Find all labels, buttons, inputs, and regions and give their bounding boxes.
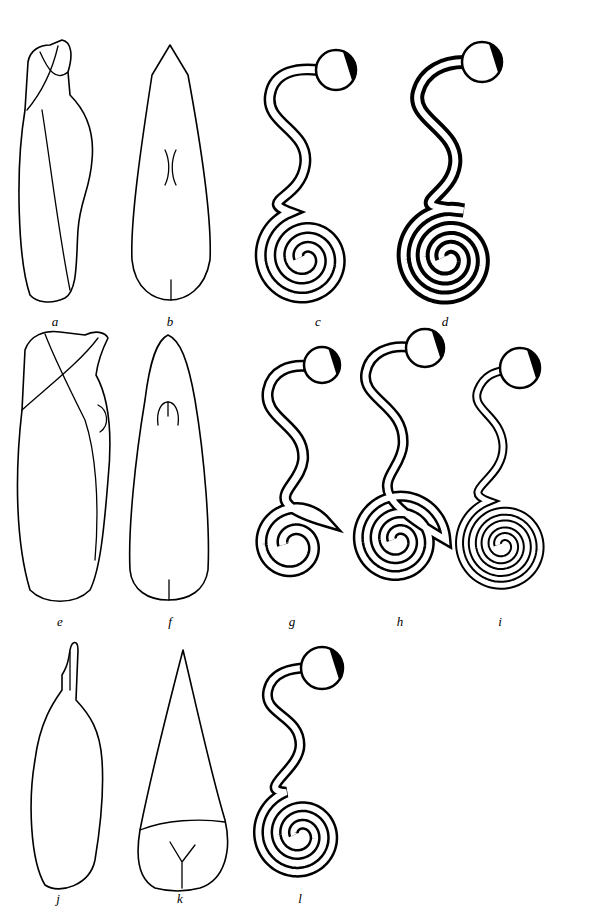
plate-line [40, 52, 68, 76]
figure-letter: e [57, 615, 63, 629]
duct-outline [261, 69, 340, 297]
capsule [304, 347, 340, 383]
plate-line [42, 110, 70, 290]
capsule-tip [328, 348, 340, 375]
spermatheca [258, 647, 343, 872]
genital-plate-e [17, 332, 109, 602]
duct-lumen [261, 69, 340, 297]
plate-line [69, 652, 70, 690]
figure-letter: g [289, 615, 296, 629]
plate-outline [132, 45, 210, 300]
spermatheca-group [258, 42, 540, 872]
figure-letter: j [56, 892, 60, 906]
plate-outline [138, 650, 227, 891]
figure-letter: l [298, 892, 302, 906]
spermatheca [358, 329, 446, 575]
capsule [462, 42, 502, 82]
genital-plate-a [19, 40, 93, 302]
genital-plate-k [138, 650, 227, 891]
duct-outline [261, 366, 325, 571]
figure-letter: f [168, 615, 172, 629]
duct-lumen [460, 370, 541, 585]
duct-outline [460, 370, 541, 585]
capsule [406, 329, 444, 367]
plate-outline [17, 332, 109, 602]
capsule [316, 50, 356, 90]
duct-lumen [358, 347, 446, 576]
plate-line [158, 402, 179, 425]
plate-line [27, 46, 58, 110]
plate-line [167, 402, 168, 416]
duct-lumen [261, 366, 325, 571]
capsule-tip [489, 43, 502, 73]
spermatheca [460, 348, 541, 585]
capsule-tip [343, 51, 356, 81]
figure-letter: i [498, 615, 502, 629]
capsule-tip [329, 648, 343, 680]
capsule [500, 348, 540, 388]
genital-plate-f [130, 335, 209, 600]
duct-lumen [404, 62, 483, 298]
duct-outline [358, 347, 446, 576]
duct-lumen [258, 668, 332, 872]
plate-outline [19, 40, 93, 302]
plate-line [170, 842, 195, 888]
duct-outline [258, 668, 332, 872]
genital-plate-j [31, 643, 102, 889]
figure-letter: a [52, 315, 59, 329]
plate-line [22, 338, 98, 410]
spermatheca [404, 42, 502, 298]
figure-letter: d [442, 315, 449, 329]
figure-letter: b [167, 315, 174, 329]
plate-line [170, 280, 171, 300]
spermatheca [261, 347, 340, 571]
plate-line [172, 150, 176, 185]
plate-outline [31, 643, 102, 889]
plate-line [140, 820, 225, 830]
spermatheca [261, 50, 356, 298]
plate-line [45, 334, 97, 560]
figure-letter: k [177, 892, 183, 906]
plate-line [168, 580, 169, 600]
capsule [301, 647, 343, 689]
plate-line [98, 405, 107, 432]
capsule-tip [527, 349, 540, 379]
figure-letter: c [315, 315, 321, 329]
genital-plate-b [132, 45, 210, 300]
figure-letter: h [397, 615, 404, 629]
plate-line [165, 150, 169, 185]
duct-outline [404, 62, 483, 298]
capsule-tip [431, 330, 444, 359]
plate-outline [130, 335, 209, 600]
